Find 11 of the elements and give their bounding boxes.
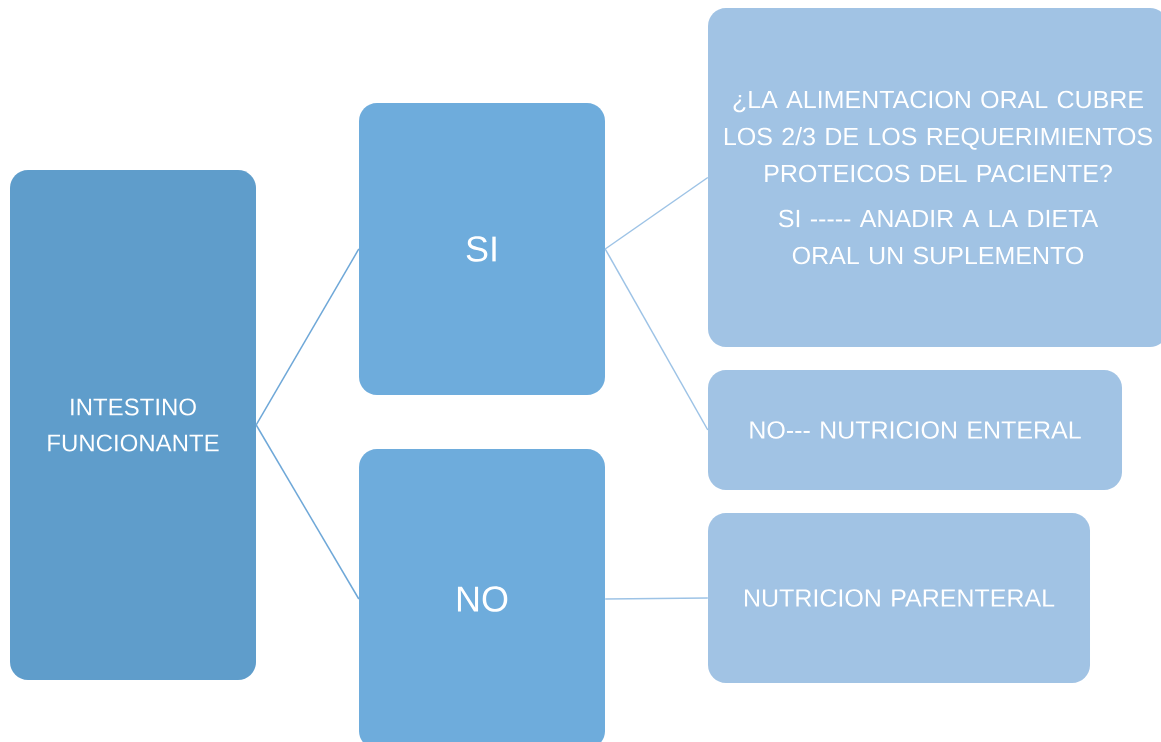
result-box: NUTRICION PARENTERAL — [708, 513, 1090, 683]
decision-box: SI — [359, 103, 605, 395]
decision-box: NO — [359, 449, 605, 742]
connector-line — [255, 248, 360, 426]
connector-line — [604, 176, 709, 250]
connector-line — [604, 597, 709, 600]
connector-line — [604, 248, 709, 431]
result-box: NO--- NUTRICION ENTERAL — [708, 370, 1122, 490]
result-box: ¿LA ALIMENTACION ORAL CUBRE LOS 2/3 DE LOS REQUERIMIENTOS PROTEICOS DEL PACIENTE? SI ----- ANADIR A LA DIETA ORAL UN SUPLEMENTO — [708, 8, 1161, 347]
connector-line — [255, 424, 360, 600]
process-box: INTESTINO FUNCIONANTE — [10, 170, 256, 680]
